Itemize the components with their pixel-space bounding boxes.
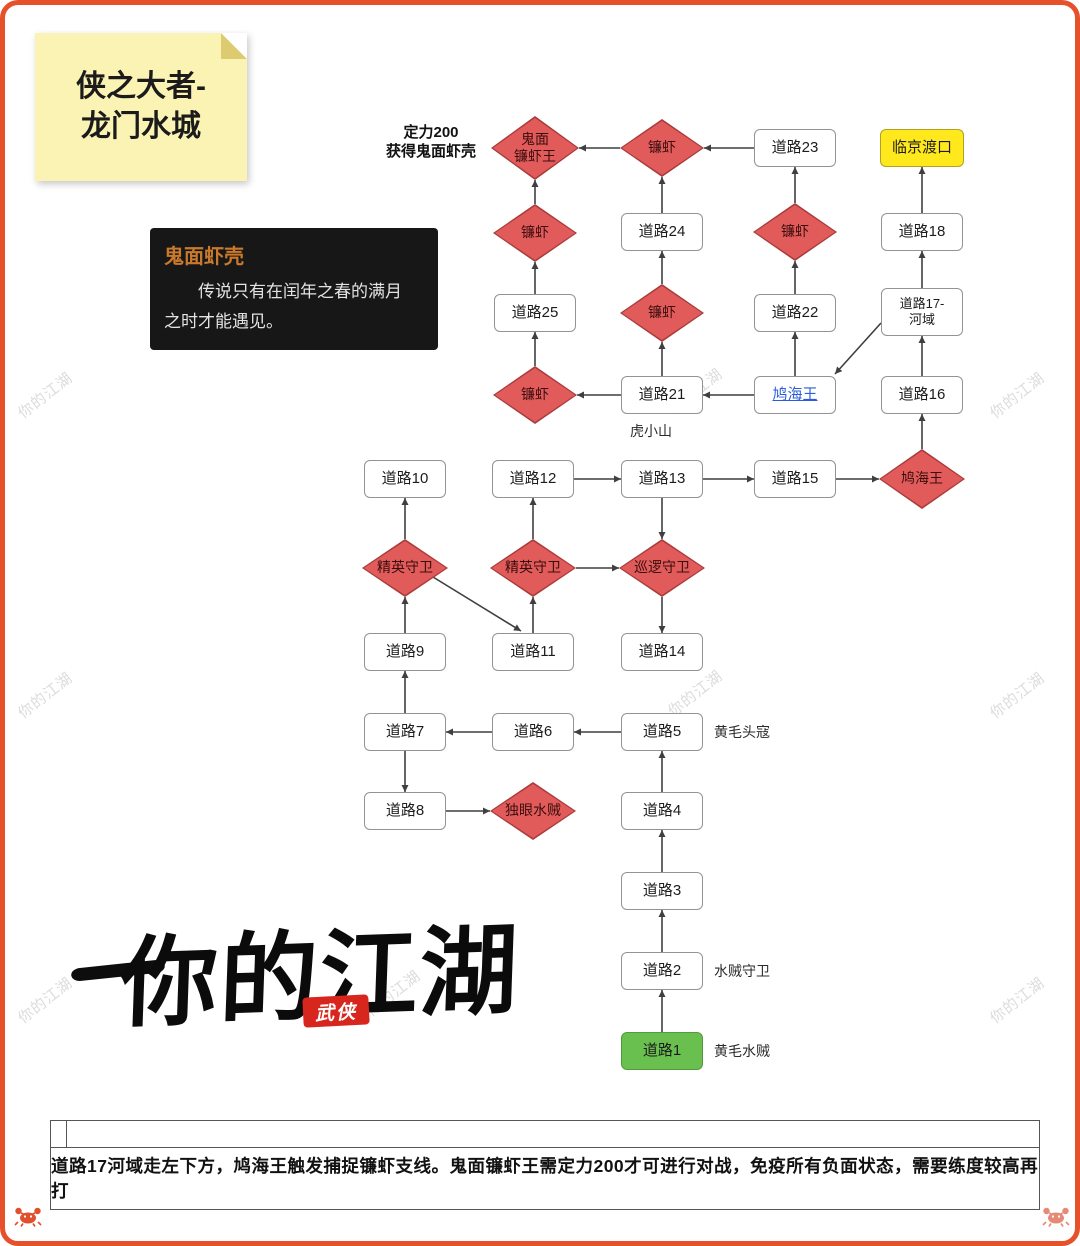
node-r9: 道路9 [364, 633, 446, 671]
node-d_elite2: 精英守卫 [490, 539, 576, 597]
node-label: 道路8 [385, 801, 425, 819]
flow-arrow-d_elite1-r11 [432, 576, 522, 632]
node-jiu_rect: 鸠海王 [754, 376, 836, 414]
node-label: 巡逻守卫 [634, 559, 690, 576]
flow-arrow-r17-jiu_rect [834, 322, 882, 375]
node-r21: 道路21 [621, 376, 703, 414]
footer-text: 道路17河域走左下方，鸠海王触发捕捉镰虾支线。鬼面镰虾王需定力200才可进行对战… [51, 1156, 1039, 1201]
logo-seal: 武侠 [302, 994, 370, 1028]
page-title-line2: 龙门水城 [81, 110, 201, 143]
boss-requirement-line1: 定力200 [403, 124, 459, 141]
node-label: 道路9 [385, 642, 425, 660]
node-label: 独眼水贼 [505, 802, 561, 819]
node-d_lx4: 镰虾 [620, 284, 704, 342]
node-r24: 道路24 [621, 213, 703, 251]
node-d_jiu: 鸠海王 [879, 449, 965, 509]
node-r5: 道路5 [621, 713, 703, 751]
node-label: 精英守卫 [377, 559, 433, 576]
node-label: 道路24 [638, 222, 686, 240]
map-label: 虎小山 [630, 423, 672, 439]
node-label: 道路18 [898, 222, 946, 240]
title-note: 侠之大者- 龙门水城 [35, 33, 247, 181]
node-r7: 道路7 [364, 713, 446, 751]
node-r16: 道路16 [881, 376, 963, 414]
page-title: 侠之大者- 龙门水城 [76, 67, 206, 148]
node-label: 道路23 [771, 138, 819, 156]
node-label: 道路17-河域 [899, 296, 945, 327]
node-r2: 道路2 [621, 952, 703, 990]
node-label: 道路22 [771, 303, 819, 321]
node-label: 道路14 [638, 642, 686, 660]
node-d_lx1: 镰虾 [620, 119, 704, 177]
node-label: 鸠海王 [772, 385, 818, 403]
node-label: 道路21 [638, 385, 686, 403]
brand-logo: 你的江湖 武侠 [65, 908, 535, 1048]
node-label: 道路25 [511, 303, 559, 321]
node-r10: 道路10 [364, 460, 446, 498]
node-r14: 道路14 [621, 633, 703, 671]
node-label: 镰虾 [521, 386, 549, 403]
node-label: 道路13 [638, 469, 686, 487]
map-label: 黄毛头寇 [714, 724, 770, 740]
node-label: 道路10 [381, 469, 429, 487]
note-fold-corner [221, 33, 247, 59]
node-r12: 道路12 [492, 460, 574, 498]
node-label: 道路15 [771, 469, 819, 487]
footer-note-box: 道路17河域走左下方，鸠海王触发捕捉镰虾支线。鬼面镰虾王需定力200才可进行对战… [50, 1120, 1040, 1210]
node-label: 道路3 [642, 881, 682, 899]
footer-header-strip [51, 1121, 1039, 1148]
node-label: 镰虾 [648, 139, 676, 156]
crab-icon [1042, 1207, 1070, 1227]
node-label: 道路7 [385, 722, 425, 740]
footer-header-cell [51, 1121, 67, 1147]
node-r15: 道路15 [754, 460, 836, 498]
node-r22: 道路22 [754, 294, 836, 332]
node-d_eye: 独眼水贼 [490, 782, 576, 840]
node-d_king: 鬼面镰虾王 [491, 116, 579, 180]
node-label: 道路2 [642, 961, 682, 979]
map-label: 水贼守卫 [714, 963, 770, 979]
node-label: 鬼面镰虾王 [514, 130, 556, 164]
node-label: 道路4 [642, 801, 682, 819]
node-r6: 道路6 [492, 713, 574, 751]
node-r8: 道路8 [364, 792, 446, 830]
boss-requirement-note: 定力200 获得鬼面虾壳 [371, 123, 491, 161]
node-label: 精英守卫 [505, 559, 561, 576]
item-description: 传说只有在闰年之春的满月之时才能遇见。 [164, 282, 402, 331]
page-title-line1: 侠之大者- [76, 69, 206, 103]
node-label: 临京渡口 [891, 138, 952, 156]
node-label: 镰虾 [781, 223, 809, 240]
map-label: 黄毛水贼 [714, 1043, 770, 1059]
node-r13: 道路13 [621, 460, 703, 498]
node-r23: 道路23 [754, 129, 836, 167]
item-name: 鬼面虾壳 [164, 246, 244, 268]
node-r17: 道路17-河域 [881, 288, 963, 336]
node-r1: 道路1 [621, 1032, 703, 1070]
boss-requirement-line2: 获得鬼面虾壳 [385, 143, 476, 160]
node-label: 道路12 [509, 469, 557, 487]
node-label: 道路1 [642, 1041, 682, 1059]
node-label: 镰虾 [648, 304, 676, 321]
node-r18: 道路18 [881, 213, 963, 251]
node-label: 镰虾 [521, 224, 549, 241]
node-d_lx2: 镰虾 [493, 204, 577, 262]
node-label: 鸠海王 [901, 470, 943, 487]
node-label: 道路11 [510, 642, 556, 660]
node-label: 道路16 [898, 385, 946, 403]
node-d_elite1: 精英守卫 [362, 539, 448, 597]
node-label: 道路5 [642, 722, 682, 740]
edges-layer [401, 144, 926, 1032]
node-ferry: 临京渡口 [880, 129, 964, 167]
node-d_lx3: 镰虾 [753, 203, 837, 261]
node-d_patrol: 巡逻守卫 [619, 539, 705, 597]
node-r11: 道路11 [492, 633, 574, 671]
node-r3: 道路3 [621, 872, 703, 910]
node-label: 道路6 [513, 722, 553, 740]
crab-icon [14, 1207, 42, 1227]
item-tooltip: 鬼面虾壳 传说只有在闰年之春的满月之时才能遇见。 [150, 228, 438, 350]
node-r4: 道路4 [621, 792, 703, 830]
node-r25: 道路25 [494, 294, 576, 332]
node-d_lx5: 镰虾 [493, 366, 577, 424]
